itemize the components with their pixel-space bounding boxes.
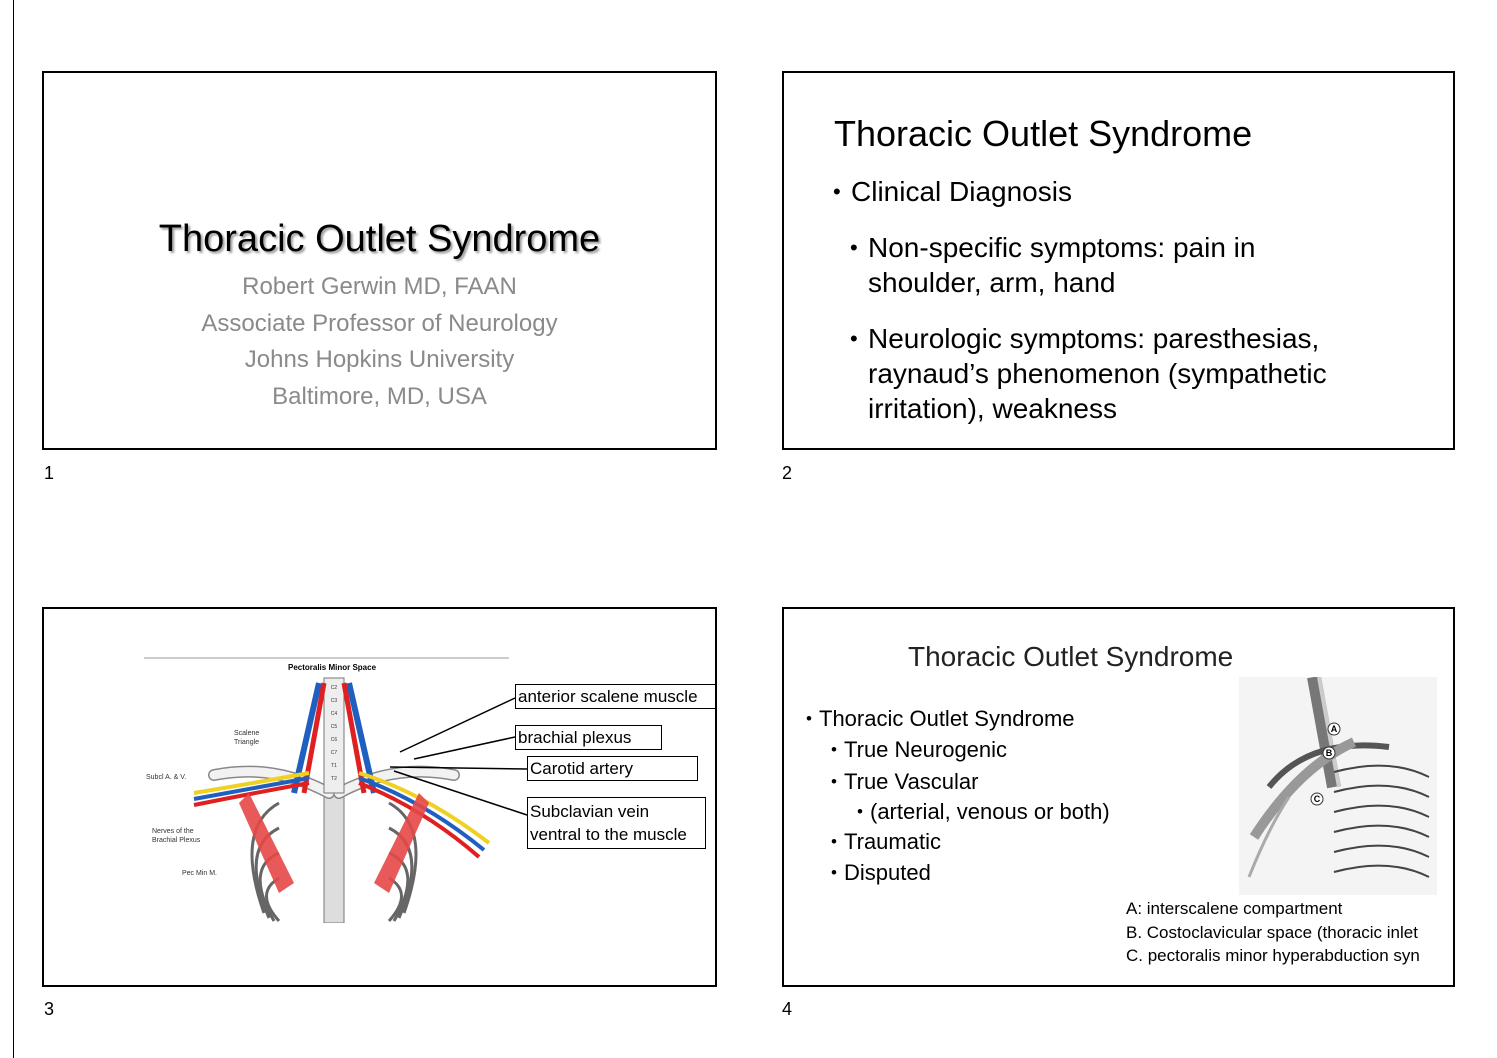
bullet-arterial-venous: • (arterial, venous or both) <box>857 798 1110 826</box>
page-margin-line <box>13 0 14 1058</box>
thoracic-outlet-anatomy-illustration: Pectoralis Minor Space <box>144 657 509 923</box>
bullet-text-line: irritation), weakness <box>868 393 1117 424</box>
slide-1-title: Thoracic Outlet Syndrome <box>158 218 601 260</box>
bullet-true-vascular: • True Vascular <box>831 768 979 796</box>
slide-4: Thoracic Outlet Syndrome • Thoracic Outle… <box>782 607 1455 987</box>
vertebra-c7: C7 <box>331 750 338 756</box>
vertebra-c6: C6 <box>331 737 338 743</box>
figure-title: Pectoralis Minor Space <box>288 663 377 672</box>
bullet-text: Traumatic <box>844 829 941 854</box>
bullet-dot: • <box>831 740 837 759</box>
vertebra-c3: C3 <box>331 698 338 704</box>
bullet-neurologic-symptoms: • Neurologic symptoms: paresthesias, ray… <box>850 321 1327 426</box>
slide-number-2: 2 <box>782 463 793 483</box>
bullet-text-line: raynaud’s phenomenon (sympathetic <box>868 358 1327 389</box>
vertebra-t2: T2 <box>331 776 337 782</box>
author-location: Baltimore, MD, USA <box>272 383 487 410</box>
slide-number-3: 3 <box>44 999 55 1019</box>
bullet-text-line: Neurologic symptoms: paresthesias, <box>868 323 1320 354</box>
mark-a: A <box>1331 724 1338 734</box>
slide-number-1: 1 <box>44 463 55 483</box>
bullet-text: Thoracic Outlet Syndrome <box>819 706 1075 731</box>
vertebra-c4: C4 <box>331 711 338 717</box>
bullet-text-line: shoulder, arm, hand <box>868 267 1116 298</box>
bullet-dot: • <box>857 802 863 821</box>
bullet-dot: • <box>850 326 858 351</box>
bullet-traumatic: • Traumatic <box>831 828 941 856</box>
author-position: Associate Professor of Neurology <box>201 310 558 337</box>
caption-a: A: interscalene compartment <box>1126 899 1343 918</box>
caption-b: B. Costoclavicular space (thoracic inlet <box>1126 923 1418 942</box>
slide-2: Thoracic Outlet Syndrome • Clinical Diag… <box>782 71 1455 450</box>
bullet-clinical-diagnosis: • Clinical Diagnosis <box>833 174 1072 209</box>
vertebra-c5: C5 <box>331 724 338 730</box>
label-line: Subclavian vein <box>530 802 650 821</box>
slide-number-4: 4 <box>782 999 793 1019</box>
author-name: Robert Gerwin MD, FAAN <box>242 273 517 300</box>
vertebra-t1: T1 <box>331 763 337 769</box>
thoracic-outlet-compartments-illustration: A B C <box>1239 677 1437 895</box>
slide-2-title: Thoracic Outlet Syndrome <box>834 113 1253 154</box>
mark-b: B <box>1326 748 1333 758</box>
label-subcl: Subcl A. & V. <box>146 774 186 781</box>
bullet-text: Clinical Diagnosis <box>851 176 1072 207</box>
label-brachial-plexus: Brachial Plexus <box>152 837 201 844</box>
label-scalene: Scalene <box>234 730 259 737</box>
label-anterior-scalene-muscle: anterior scalene muscle <box>515 684 715 709</box>
bullet-text: True Neurogenic <box>844 737 1008 762</box>
bullet-text: True Vascular <box>844 769 979 794</box>
label-brachial-plexus-box: brachial plexus <box>515 725 662 750</box>
bullet-tos: • Thoracic Outlet Syndrome <box>806 705 1075 733</box>
slide-4-title: Thoracic Outlet Syndrome <box>908 641 1234 672</box>
bullet-dot: • <box>831 832 837 851</box>
bullet-dot: • <box>831 772 837 791</box>
bullet-text: (arterial, venous or both) <box>870 799 1110 824</box>
bullet-text: Disputed <box>844 860 931 885</box>
label-nerves: Nerves of the <box>152 828 194 835</box>
bullet-dot: • <box>831 863 837 882</box>
bullet-true-neurogenic: • True Neurogenic <box>831 736 1008 764</box>
label-carotid-artery: Carotid artery <box>527 756 698 781</box>
bullet-disputed: • Disputed <box>831 859 931 887</box>
slide-3: Pectoralis Minor Space <box>42 607 717 987</box>
label-line: ventral to the muscle <box>530 825 687 844</box>
bullet-text-line: Non-specific symptoms: pain in <box>868 232 1256 263</box>
label-pec-min: Pec Min M. <box>182 870 217 877</box>
label-triangle: Triangle <box>234 739 259 746</box>
bullet-nonspecific-symptoms: • Non-specific symptoms: pain in shoulde… <box>850 230 1256 300</box>
label-subclavian-vein: Subclavian vein ventral to the muscle <box>527 797 706 849</box>
pointer-lines <box>389 697 528 816</box>
bullet-dot: • <box>850 235 858 260</box>
bullet-dot: • <box>833 179 841 204</box>
slide-1: Thoracic Outlet Syndrome Robert Gerwin M… <box>42 71 717 450</box>
caption-c: C. pectoralis minor hyperabduction syn <box>1126 946 1420 965</box>
vertebra-c2: C2 <box>331 685 338 691</box>
author-institution: Johns Hopkins University <box>244 346 515 373</box>
bullet-dot: • <box>806 709 812 728</box>
mark-c: C <box>1314 794 1321 804</box>
